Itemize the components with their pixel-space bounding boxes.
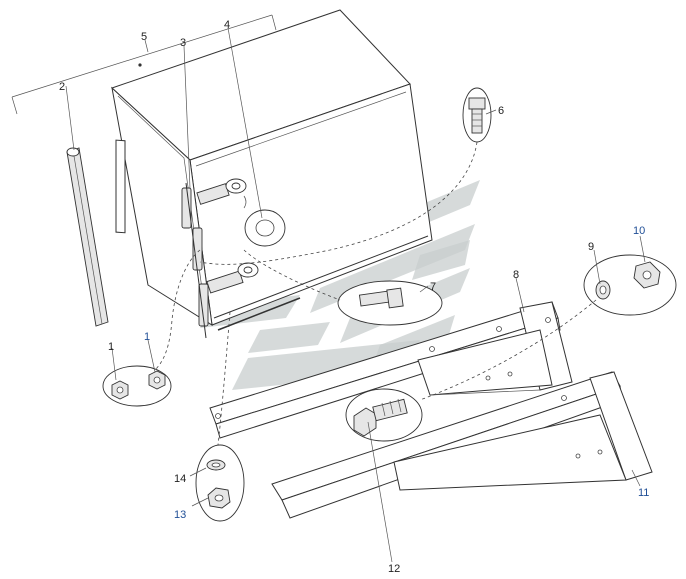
assembly-bracket (11, 14, 277, 115)
seal-strip (66, 147, 109, 327)
latch-lower (206, 262, 259, 294)
callout-1a: 1 (108, 341, 114, 353)
callout-11: 11 (638, 487, 649, 499)
detail-bubble-9-10 (583, 254, 677, 316)
assembly-paths (154, 141, 597, 446)
callout-9: 9 (588, 241, 594, 253)
callout-7: 7 (430, 281, 436, 293)
callout-12: 12 (388, 563, 400, 575)
detail-bubble-12 (345, 388, 423, 442)
detail-bubble-7 (337, 280, 443, 326)
callout-6: 6 (498, 105, 504, 117)
bracket-11 (271, 371, 653, 519)
callout-8: 8 (513, 269, 519, 281)
detail-bubble-13-14 (195, 444, 245, 522)
callout-14: 14 (174, 473, 186, 485)
callout-2: 2 (59, 81, 65, 93)
detail-bubble-6 (462, 87, 492, 143)
hinges (181, 182, 209, 339)
detail-bubble-4 (244, 209, 286, 247)
callout-10: 10 (633, 225, 645, 237)
latch-upper (196, 178, 247, 209)
callout-4: 4 (224, 19, 230, 31)
callout-3: 3 (180, 37, 186, 49)
callout-5: 5 (141, 31, 147, 43)
callout-13: 13 (174, 509, 186, 521)
bracket-8 (209, 301, 573, 439)
leader-lines (65, 27, 646, 563)
callout-1b: 1 (144, 331, 150, 343)
detail-bubble-1 (102, 365, 172, 407)
callout-labels: 2 3 4 5 6 7 8 9 10 11 12 13 14 1 1 (59, 19, 649, 575)
